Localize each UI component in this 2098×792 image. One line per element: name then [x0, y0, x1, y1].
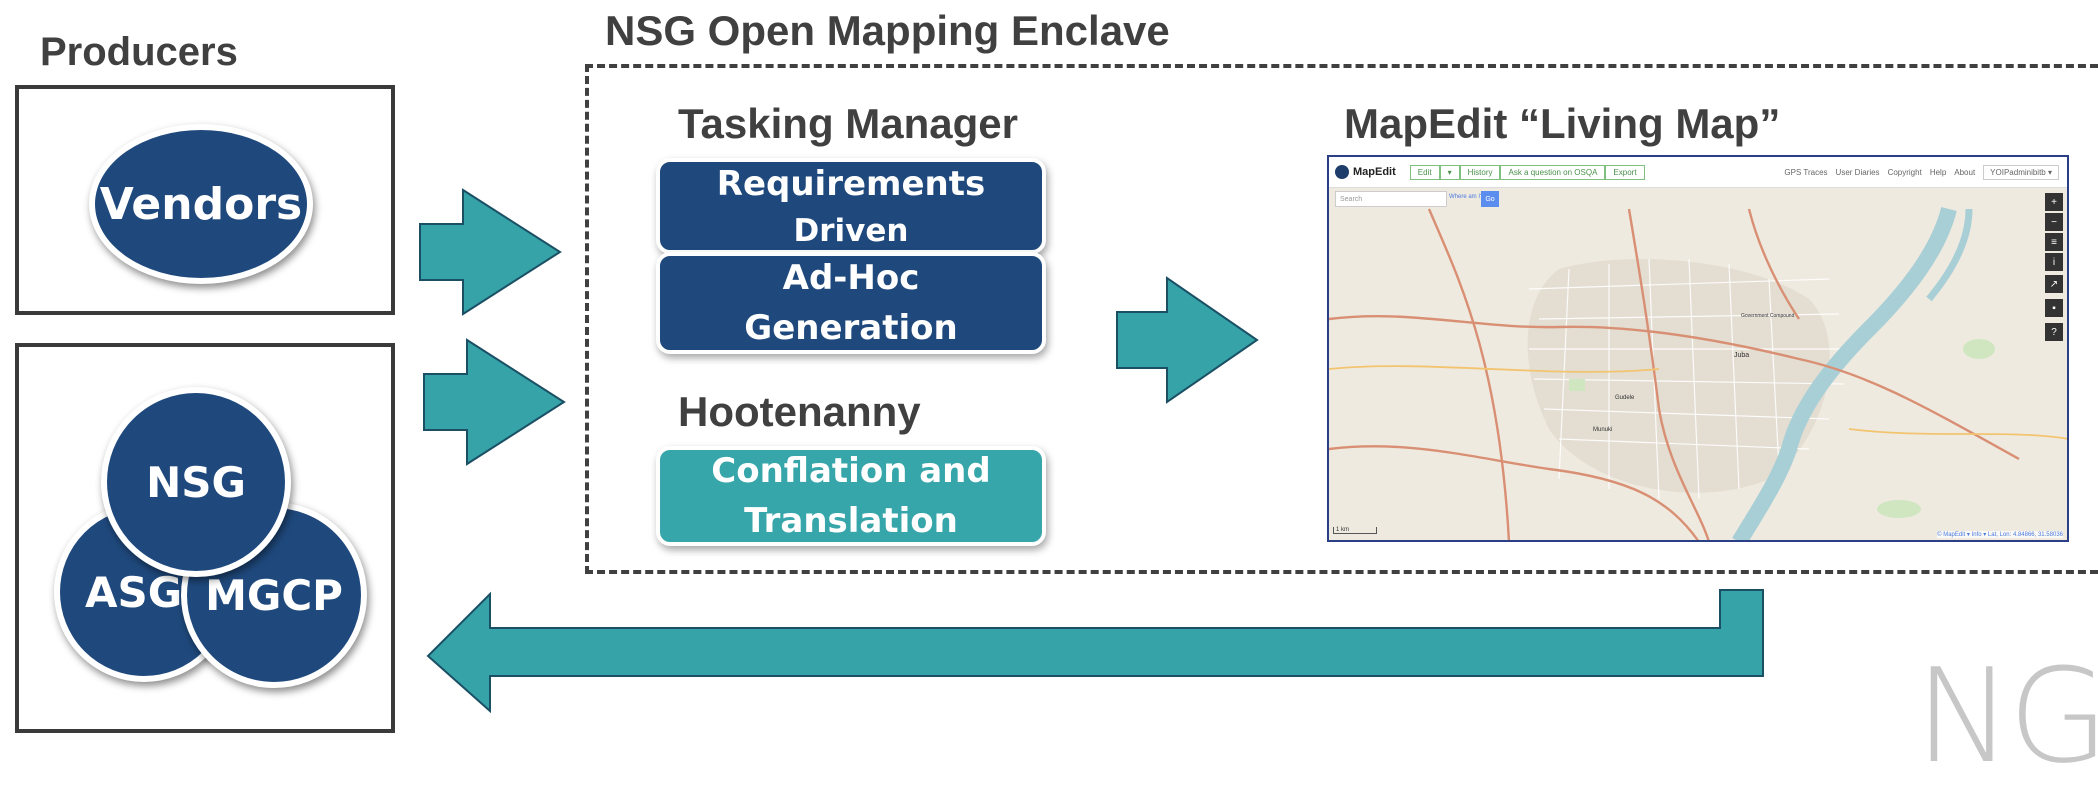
generation-line: Generation — [744, 308, 958, 348]
hootenanny-title: Hootenanny — [678, 388, 921, 435]
map-go-button[interactable]: Go — [1481, 191, 1499, 207]
tasking-to-mapedit-arrow — [1116, 276, 1259, 404]
map-export-button[interactable]: Export — [1605, 164, 1645, 180]
map-nav-copyright[interactable]: Copyright — [1887, 167, 1922, 177]
map-note-button[interactable]: ▪ — [2045, 299, 2063, 317]
driven-line: Driven — [793, 213, 909, 249]
mgcp-label: MGCP — [205, 570, 343, 620]
conflation-translation-box: Conflation and Translation — [656, 446, 1046, 546]
map-zoom-out-button[interactable]: − — [2045, 213, 2063, 231]
nsg-group-box: ASG MGCP NSG — [15, 343, 395, 733]
map-edit-dropdown-button[interactable]: ▾ — [1439, 164, 1460, 180]
map-history-button[interactable]: History — [1459, 164, 1501, 180]
map-button-group: Edit ▾ History Ask a question on OSQA Ex… — [1409, 164, 1645, 180]
nga-watermark-logo: NG — [1915, 640, 2098, 792]
map-nav-gps-traces[interactable]: GPS Traces — [1784, 167, 1828, 177]
nsg-label: NSG — [146, 457, 246, 507]
mapedit-logo-icon — [1335, 165, 1349, 179]
map-help-button[interactable]: ? — [2045, 323, 2063, 341]
map-share-button[interactable]: ↗ — [2045, 275, 2063, 293]
feedback-return-arrow — [426, 589, 1764, 714]
adhoc-generation-box: Ad-Hoc Generation — [656, 252, 1046, 354]
map-layers-button[interactable]: ≡ — [2045, 233, 2063, 251]
asg-label: ASG — [85, 567, 183, 617]
tasking-manager-title: Tasking Manager — [678, 100, 1018, 147]
map-toolbar: MapEdit Edit ▾ History Ask a question on… — [1329, 157, 2067, 188]
map-brand-label: MapEdit — [1353, 166, 1396, 178]
map-canvas[interactable]: Juba Gudele Government Compound Munuki — [1329, 206, 2069, 542]
adhoc-line: Ad-Hoc — [782, 258, 920, 298]
map-where-am-i-link[interactable]: Where am I? — [1449, 194, 1484, 200]
nsg-to-enclave-arrow — [423, 338, 566, 466]
nsg-circle: NSG — [101, 387, 291, 577]
map-attribution: © MapEdit ▾ Info ▾ Lat, Lon: 4.84866, 31… — [1937, 531, 2063, 538]
enclave-dashed-boundary — [585, 64, 2098, 574]
map-nav-about[interactable]: About — [1954, 167, 1976, 177]
map-nav-help[interactable]: Help — [1929, 167, 1947, 177]
map-info-button[interactable]: i — [2045, 253, 2063, 271]
map-label-munuki: Munuki — [1593, 427, 1612, 433]
map-user-menu[interactable]: YOIPadminibitb ▾ — [1983, 164, 2059, 180]
mapedit-screenshot: MapEdit Edit ▾ History Ask a question on… — [1327, 155, 2069, 542]
map-edit-button[interactable]: Edit — [1409, 164, 1440, 180]
producers-title: Producers — [40, 30, 238, 74]
map-zoom-in-button[interactable]: + — [2045, 193, 2063, 211]
map-search-input[interactable]: Search — [1335, 191, 1447, 207]
requirements-driven-box: Requirements Driven — [656, 158, 1046, 254]
vendors-ellipse: Vendors — [89, 124, 313, 284]
translation-line: Translation — [744, 501, 958, 541]
map-nav-user-diaries[interactable]: User Diaries — [1835, 167, 1880, 177]
map-nav: GPS Traces User Diaries Copyright Help A… — [1784, 164, 2059, 180]
conflation-line: Conflation and — [711, 451, 991, 491]
map-label-government-compound: Government Compound — [1741, 313, 1795, 319]
vendors-label: Vendors — [99, 178, 303, 230]
vendors-box: Vendors — [15, 85, 395, 315]
requirements-line: Requirements — [716, 164, 986, 204]
map-brand[interactable]: MapEdit — [1335, 165, 1396, 179]
vendors-to-enclave-arrow — [419, 188, 562, 316]
mapedit-title: MapEdit “Living Map” — [1344, 100, 1781, 147]
map-label-gudele: Gudele — [1615, 395, 1635, 401]
map-label-juba: Juba — [1734, 352, 1749, 359]
map-scale-bar: 1 km — [1333, 527, 1377, 534]
enclave-title: NSG Open Mapping Enclave — [605, 7, 1170, 54]
map-ask-question-button[interactable]: Ask a question on OSQA — [1500, 164, 1606, 180]
